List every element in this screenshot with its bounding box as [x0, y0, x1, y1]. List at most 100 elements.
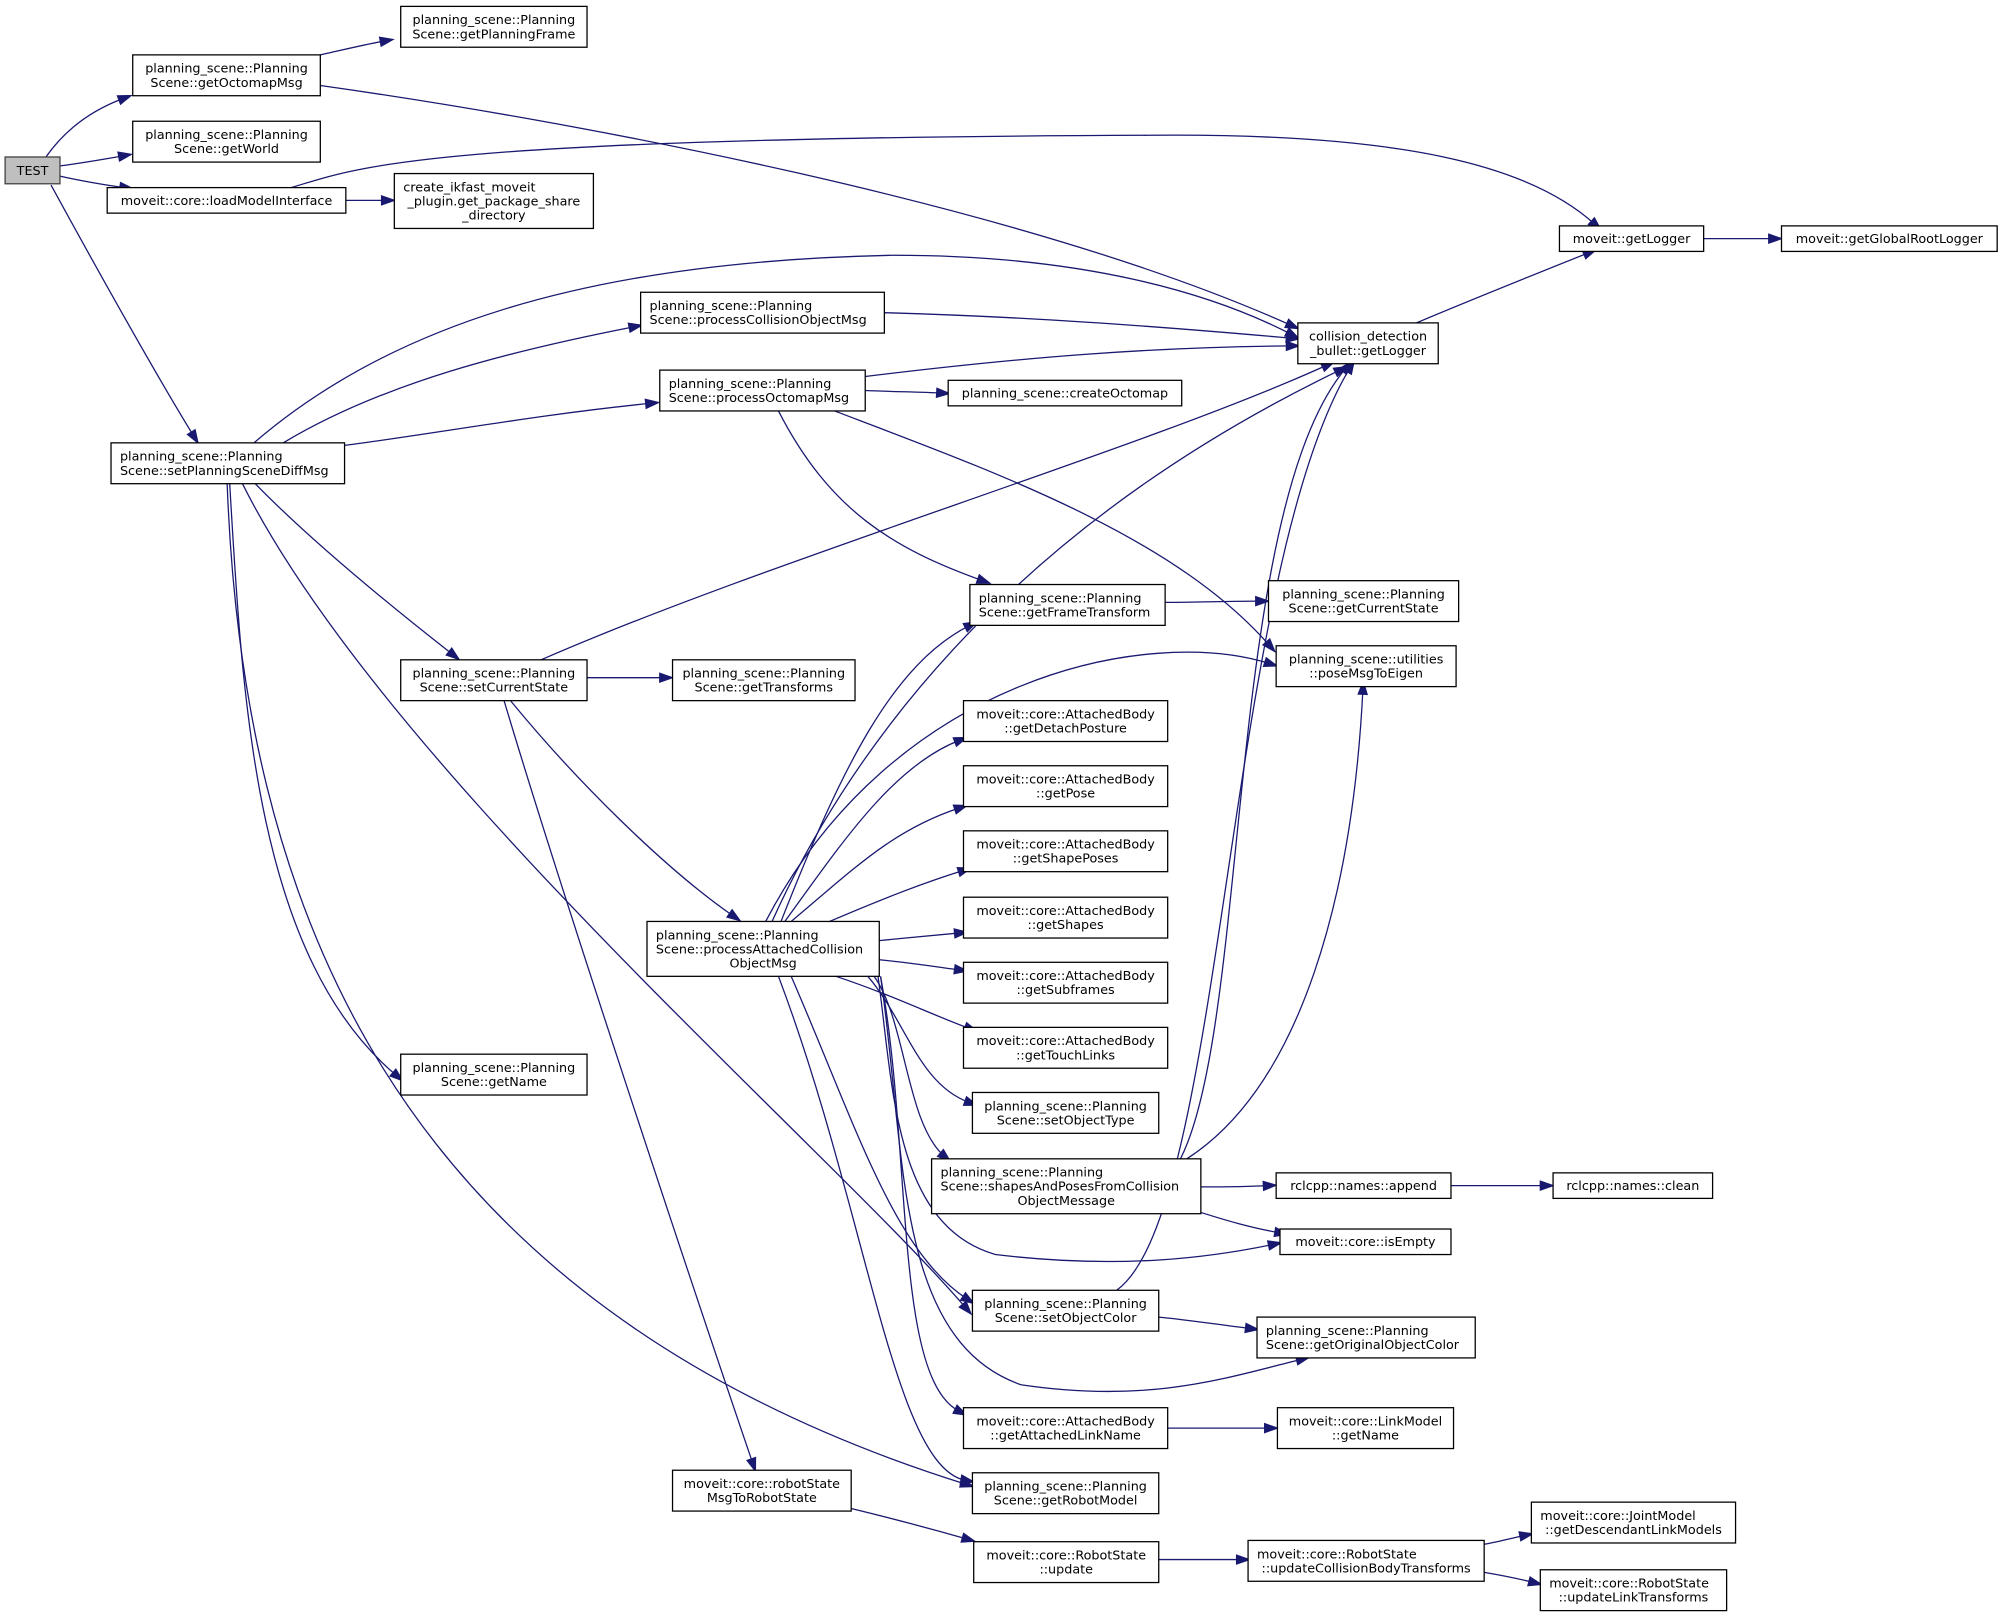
node-updateCollisionBodyTransforms[interactable]: moveit::core::RobotState::updateCollisio… — [1247, 1539, 1485, 1582]
node-processOctomapMsg[interactable]: planning_scene::PlanningScene::processOc… — [659, 369, 866, 412]
node-getWorld[interactable]: planning_scene::PlanningScene::getWorld — [132, 120, 321, 163]
node-processAttachedCollisionObjectMsg[interactable]: planning_scene::PlanningScene::processAt… — [646, 920, 880, 977]
node-getGlobalRootLogger[interactable]: moveit::getGlobalRootLogger — [1780, 225, 1998, 253]
edge-getFrameTransform-to-getCurrentState — [1165, 595, 1271, 607]
node-isEmpty[interactable]: moveit::core::isEmpty — [1279, 1228, 1452, 1256]
node-getName[interactable]: planning_scene::PlanningScene::getName — [400, 1053, 588, 1096]
node-setPlanningSceneDiffMsg[interactable]: planning_scene::PlanningScene::setPlanni… — [110, 442, 346, 485]
arrowhead-icon — [1285, 340, 1302, 352]
node-robotStateUpdate[interactable]: moveit::core::RobotState::update — [973, 1541, 1160, 1584]
edge-line — [771, 369, 1341, 922]
node-setCurrentState[interactable]: planning_scene::PlanningScene::setCurren… — [400, 659, 588, 702]
node-cdGetLogger[interactable]: collision_detection_bullet::getLogger — [1297, 322, 1439, 365]
node-setObjectColor[interactable]: planning_scene::PlanningScene::setObject… — [971, 1289, 1160, 1332]
node-getPose[interactable]: moveit::core::AttachedBody::getPose — [962, 765, 1169, 808]
edge-line — [45, 97, 125, 158]
arrowhead-icon — [1261, 637, 1277, 654]
arrowhead-icon — [1255, 595, 1271, 607]
edge-line — [282, 326, 635, 444]
node-moveitGetLogger[interactable]: moveit::getLogger — [1558, 225, 1705, 253]
node-getCurrentState[interactable]: planning_scene::PlanningScene::getCurren… — [1267, 580, 1460, 623]
arrowhead-icon — [644, 398, 661, 410]
edge-line — [780, 624, 971, 922]
node-getRobotModel[interactable]: planning_scene::PlanningScene::getRobotM… — [971, 1472, 1160, 1515]
edge-processOctomapMsg-to-cdGetLogger — [865, 340, 1302, 378]
node-label: planning_scene::utilities — [1289, 653, 1444, 668]
node-updateLinkTransforms[interactable]: moveit::core::RobotState::updateLinkTran… — [1539, 1569, 1728, 1612]
edge-line — [50, 184, 195, 437]
edge-line — [290, 134, 1596, 226]
node-box — [971, 1472, 1160, 1515]
node-shapesAndPoses[interactable]: planning_scene::PlanningScene::shapesAnd… — [930, 1158, 1202, 1215]
node-label: ::getSubframes — [1016, 983, 1115, 998]
edge-updateCollisionBodyTransforms-to-updateLinkTransforms — [1484, 1571, 1544, 1587]
node-getFrameTransform[interactable]: planning_scene::PlanningScene::getFrameT… — [969, 583, 1166, 626]
edge-line — [790, 807, 960, 922]
node-label: Scene::getOctomapMsg — [150, 76, 302, 91]
edge-line — [790, 976, 968, 1300]
node-poseMsgToEigen[interactable]: planning_scene::utilities::poseMsgToEige… — [1275, 645, 1457, 688]
arrowhead-icon — [659, 672, 675, 684]
node-test[interactable]: TEST — [4, 156, 61, 185]
node-getDescendantLinkModels[interactable]: moveit::core::JointModel::getDescendantL… — [1530, 1501, 1737, 1544]
edge-cdGetLogger-to-moveitGetLogger — [1416, 249, 1598, 324]
arrowhead-icon — [380, 195, 397, 206]
node-getOctomapMsg[interactable]: planning_scene::PlanningScene::getOctoma… — [132, 54, 321, 97]
node-getShapePoses[interactable]: moveit::core::AttachedBody::getShapePose… — [962, 830, 1169, 873]
node-box — [393, 172, 595, 230]
edge-line — [59, 175, 126, 189]
node-label: planning_scene::Planning — [413, 1061, 576, 1076]
node-rclcppAppend[interactable]: rclcpp::names::append — [1275, 1172, 1452, 1200]
edge-shapesAndPoses-to-cdGetLogger — [1179, 360, 1353, 1160]
edge-processAttachedCollisionObjectMsg-to-getShapePoses — [829, 867, 973, 923]
node-loadModelInterface[interactable]: moveit::core::loadModelInterface — [106, 186, 347, 214]
edge-line — [784, 739, 960, 922]
node-label: MsgToRobotState — [707, 1491, 817, 1506]
node-label: Scene::setObjectType — [997, 1113, 1135, 1128]
node-label: Scene::processCollisionObjectMsg — [650, 313, 867, 328]
edge-updateCollisionBodyTransforms-to-getDescendantLinkModels — [1484, 1531, 1535, 1545]
node-getShapes[interactable]: moveit::core::AttachedBody::getShapes — [962, 896, 1169, 939]
node-box — [962, 896, 1169, 939]
edge-line — [879, 976, 960, 1413]
node-box — [671, 1469, 852, 1512]
node-getAttachedLinkName[interactable]: moveit::core::AttachedBody::getAttachedL… — [962, 1407, 1169, 1450]
arrowhead-icon — [1285, 332, 1302, 344]
node-processCollisionObjectMsg[interactable]: planning_scene::PlanningScene::processCo… — [639, 291, 886, 334]
node-label: moveit::core::robotState — [684, 1477, 841, 1492]
node-rclcppClean[interactable]: rclcpp::names::clean — [1552, 1172, 1714, 1200]
node-getTransforms[interactable]: planning_scene::PlanningScene::getTransf… — [671, 659, 856, 702]
edge-setPlanningSceneDiffMsg-to-setCurrentState — [254, 483, 461, 661]
node-box — [971, 1091, 1160, 1134]
node-box — [1539, 1569, 1728, 1612]
node-setObjectType[interactable]: planning_scene::PlanningScene::setObject… — [971, 1091, 1160, 1134]
node-getTouchLinks[interactable]: moveit::core::AttachedBody::getTouchLink… — [962, 1026, 1169, 1069]
arrowhead-icon — [389, 1068, 405, 1083]
node-box — [400, 1053, 588, 1096]
node-getPackageShare[interactable]: create_ikfast_moveit_plugin.get_package_… — [393, 172, 595, 230]
edge-rclcppAppend-to-rclcppClean — [1450, 1180, 1556, 1191]
arrowhead-icon — [1266, 1240, 1283, 1251]
edge-getAttachedLinkName-to-linkModelGetName — [1167, 1422, 1280, 1434]
node-createOctomap[interactable]: planning_scene::createOctomap — [947, 379, 1183, 407]
node-label: ::getAttachedLinkName — [990, 1429, 1141, 1444]
node-getDetachPosture[interactable]: moveit::core::AttachedBody::getDetachPos… — [962, 700, 1169, 743]
edge-line — [509, 700, 735, 917]
node-box — [962, 1407, 1169, 1450]
node-linkModelGetName[interactable]: moveit::core::LinkModel::getName — [1276, 1407, 1455, 1450]
node-getPlanningFrame[interactable]: planning_scene::PlanningScene::getPlanni… — [400, 5, 588, 48]
edge-setCurrentState-to-getTransforms — [587, 672, 675, 684]
edge-robotStateUpdate-to-updateCollisionBodyTransforms — [1158, 1554, 1252, 1565]
node-getOriginalObjectColor[interactable]: planning_scene::PlanningScene::getOrigin… — [1256, 1316, 1476, 1359]
edge-setObjectColor-to-cdGetLogger — [1116, 359, 1356, 1291]
node-label: _plugin.get_package_share — [407, 194, 581, 209]
node-box — [1276, 1407, 1455, 1450]
edge-setObjectColor-to-getOriginalObjectColor — [1158, 1316, 1261, 1334]
node-getSubframes[interactable]: moveit::core::AttachedBody::getSubframes — [962, 961, 1169, 1004]
node-label: moveit::core::AttachedBody — [976, 1034, 1155, 1049]
node-box — [962, 961, 1169, 1004]
node-label: planning_scene::Planning — [656, 928, 819, 943]
arrowhead-icon — [958, 1300, 973, 1316]
